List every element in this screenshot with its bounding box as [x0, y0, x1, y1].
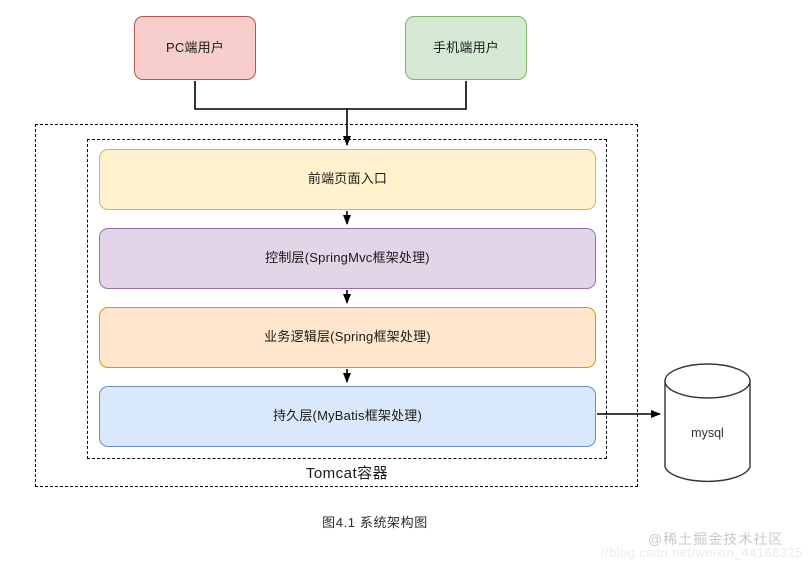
watermark-brand: @稀土掘金技术社区 [648, 531, 784, 547]
node-mysql-database[interactable] [664, 363, 751, 485]
connector-pc-user-to-frontend [194, 81, 351, 146]
outer-dashed-container [35, 124, 638, 487]
node-service-layer[interactable]: 业务逻辑层(Spring框架处理) [99, 307, 596, 368]
node-controller-layer-label: 控制层(SpringMvc框架处理) [265, 250, 430, 266]
figure-caption: 图4.1 系统架构图 [322, 515, 428, 530]
connector-mobile-user-to-frontend [347, 81, 467, 110]
cylinder-top [664, 363, 751, 399]
node-controller-layer[interactable]: 控制层(SpringMvc框架处理) [99, 228, 596, 289]
node-pc-user-label: PC端用户 [165, 39, 225, 55]
node-service-layer-label: 业务逻辑层(Spring框架处理) [264, 329, 431, 345]
tomcat-container-label: Tomcat容器 [305, 465, 389, 482]
watermark-url: //blog.csdn.net/weixin_44168325 [601, 545, 803, 560]
node-mysql-database-label: mysql [691, 426, 724, 440]
node-mobile-user[interactable]: 手机端用户 [405, 16, 527, 80]
node-pc-user[interactable]: PC端用户 [134, 16, 256, 80]
node-mobile-user-label: 手机端用户 [432, 39, 499, 55]
node-frontend-entry-label: 前端页面入口 [307, 171, 388, 187]
tomcat-dashed-container [87, 139, 607, 459]
node-persistence-layer[interactable]: 持久层(MyBatis框架处理) [99, 386, 596, 447]
cylinder-body [664, 380, 751, 483]
node-persistence-layer-label: 持久层(MyBatis框架处理) [272, 408, 423, 424]
node-frontend-entry[interactable]: 前端页面入口 [99, 149, 596, 210]
